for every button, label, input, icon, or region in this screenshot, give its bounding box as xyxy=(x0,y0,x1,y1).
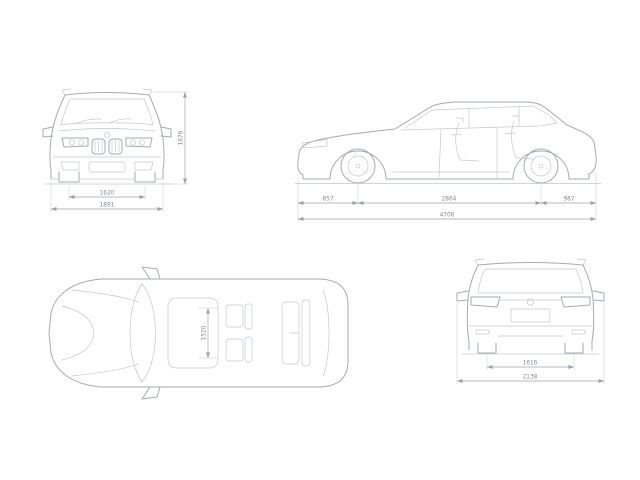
brand-roundel-icon xyxy=(104,132,110,138)
side-seats xyxy=(455,115,534,162)
top-windshield xyxy=(129,283,156,383)
front-height-dim-label: 1676 xyxy=(179,130,185,145)
rear-body-sides xyxy=(466,264,595,351)
top-dimensions: 1520 xyxy=(198,307,218,359)
top-mirrors xyxy=(141,266,161,400)
rear-wheels xyxy=(477,342,584,354)
front-width-dim-label: 1891 xyxy=(100,203,115,209)
side-rear-overhang-dim-label: 987 xyxy=(563,197,574,203)
top-outline xyxy=(48,278,349,388)
top-interior-width-dim-label: 1520 xyxy=(202,325,208,340)
front-mirrors xyxy=(42,126,172,138)
side-front-overhang-dim-label: 857 xyxy=(322,197,333,203)
rear-car-body xyxy=(456,258,605,355)
top-front-seats xyxy=(225,303,253,363)
side-door-lines xyxy=(392,127,516,179)
front-roof xyxy=(61,88,153,96)
front-car-body xyxy=(42,88,174,185)
side-car-body xyxy=(294,101,602,184)
side-outline xyxy=(297,101,597,180)
side-wheelbase-dim-label: 2864 xyxy=(442,197,457,203)
front-bumper xyxy=(52,156,162,173)
top-rear-seat xyxy=(281,299,311,367)
top-rear-window xyxy=(322,289,330,377)
side-headlight xyxy=(301,139,328,149)
rear-roof xyxy=(474,258,587,266)
rear-mirrors xyxy=(456,290,605,302)
side-length-dim-label: 4708 xyxy=(440,213,455,219)
rear-bumper xyxy=(468,325,593,337)
rear-taillights xyxy=(470,296,591,308)
top-view-drawing: 1520 xyxy=(48,266,349,400)
front-headlights xyxy=(61,137,153,148)
top-hood-contours xyxy=(61,289,139,377)
side-dimensions: 857 2864 987 4708 xyxy=(297,172,597,222)
side-windows xyxy=(400,105,558,131)
front-body-sides xyxy=(49,94,165,180)
front-dimensions: 1676 1620 1891 xyxy=(50,91,188,212)
rear-window xyxy=(477,268,584,294)
top-sunroof xyxy=(167,297,219,369)
front-wheels xyxy=(50,171,164,183)
side-wheels xyxy=(340,148,559,184)
front-windshield xyxy=(60,98,154,126)
rear-license-plate xyxy=(510,308,551,323)
rear-dimensions: 1616 2138 xyxy=(456,303,605,384)
front-hood-line xyxy=(58,128,156,132)
front-kidney-grille xyxy=(91,138,123,155)
rear-view-drawing: 1616 2138 xyxy=(456,258,605,384)
front-track-dim-label: 1620 xyxy=(100,191,115,197)
side-view-drawing: 857 2864 987 4708 xyxy=(294,101,602,222)
rear-track-dim-label: 1616 xyxy=(523,361,538,367)
rear-mirror-width-dim-label: 2138 xyxy=(523,375,538,381)
top-car-body xyxy=(48,266,349,400)
front-view-drawing: 1676 1620 1891 xyxy=(42,88,188,212)
rear-brand-roundel-icon xyxy=(526,298,535,306)
